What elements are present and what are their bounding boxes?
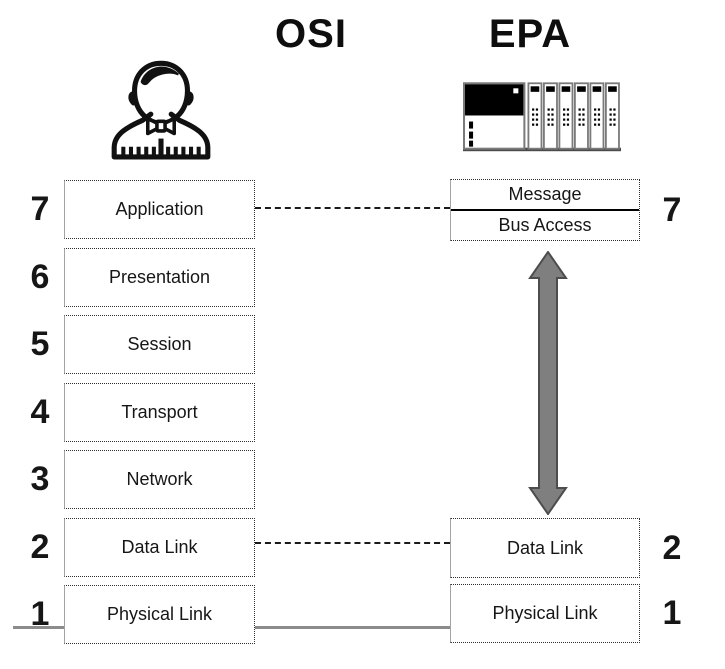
bow-tie-icon: [145, 116, 177, 136]
osi-layer-box-data-link: Data Link: [64, 518, 255, 577]
osi-layer-number-4: 4: [30, 393, 50, 431]
osi-layer-number-3: 3: [30, 460, 50, 498]
osi-layer-label: Presentation: [108, 267, 211, 287]
epa-layer-number-1: 1: [662, 594, 682, 632]
osi-layer-box-physical-link: Physical Link: [64, 585, 255, 644]
osi-title: OSI: [275, 12, 347, 56]
epa-bus-access-row: Bus Access: [451, 211, 639, 240]
application-to-message-dashed-connector: [255, 207, 450, 209]
osi-layer-number-2: 2: [30, 528, 50, 566]
osi-layer-number-7: 7: [30, 190, 50, 228]
hair-shape: [140, 66, 179, 86]
osi-layer-box-application: Application: [64, 180, 255, 239]
datalink-to-datalink-dashed-connector: [255, 542, 450, 544]
osi-layer-box-session: Session: [64, 315, 255, 374]
epa-data-link-label: Data Link: [506, 537, 584, 558]
epa-layer-number-2: 2: [662, 528, 682, 567]
epa-layer-number-7: 7: [662, 190, 682, 229]
epa-bus-access-label: Bus Access: [498, 215, 592, 235]
osi-layer-label: Application: [115, 199, 204, 219]
plc-rack-icon: [463, 82, 621, 152]
double-arrow-shape: [528, 251, 568, 515]
epa-message-row: Message: [451, 180, 639, 211]
osi-layer-number-5: 5: [30, 325, 50, 363]
osi-layer-box-transport: Transport: [64, 383, 255, 442]
osi-layer-label: Transport: [121, 402, 198, 422]
epa-application-box: Message Bus Access: [450, 179, 640, 241]
osi-layer-label: Data Link: [121, 537, 198, 557]
osi-layer-box-network: Network: [64, 450, 255, 509]
osi-layer-label: Network: [126, 469, 193, 489]
osi-layer-box-presentation: Presentation: [64, 248, 255, 307]
epa-data-link-box: Data Link: [450, 518, 640, 578]
epa-physical-link-box: Physical Link: [450, 584, 640, 643]
epa-physical-link-label: Physical Link: [492, 603, 598, 623]
osi-layer-number-1: 1: [30, 595, 50, 633]
epa-message-label: Message: [508, 184, 582, 204]
user-icon: [111, 60, 211, 160]
osi-layer-label: Session: [127, 334, 192, 354]
epa-title: EPA: [488, 12, 572, 56]
osi-layer-number-6: 6: [30, 258, 50, 296]
osi-layer-label: Physical Link: [106, 604, 213, 624]
bus-access-datalink-arrow: [528, 251, 568, 515]
